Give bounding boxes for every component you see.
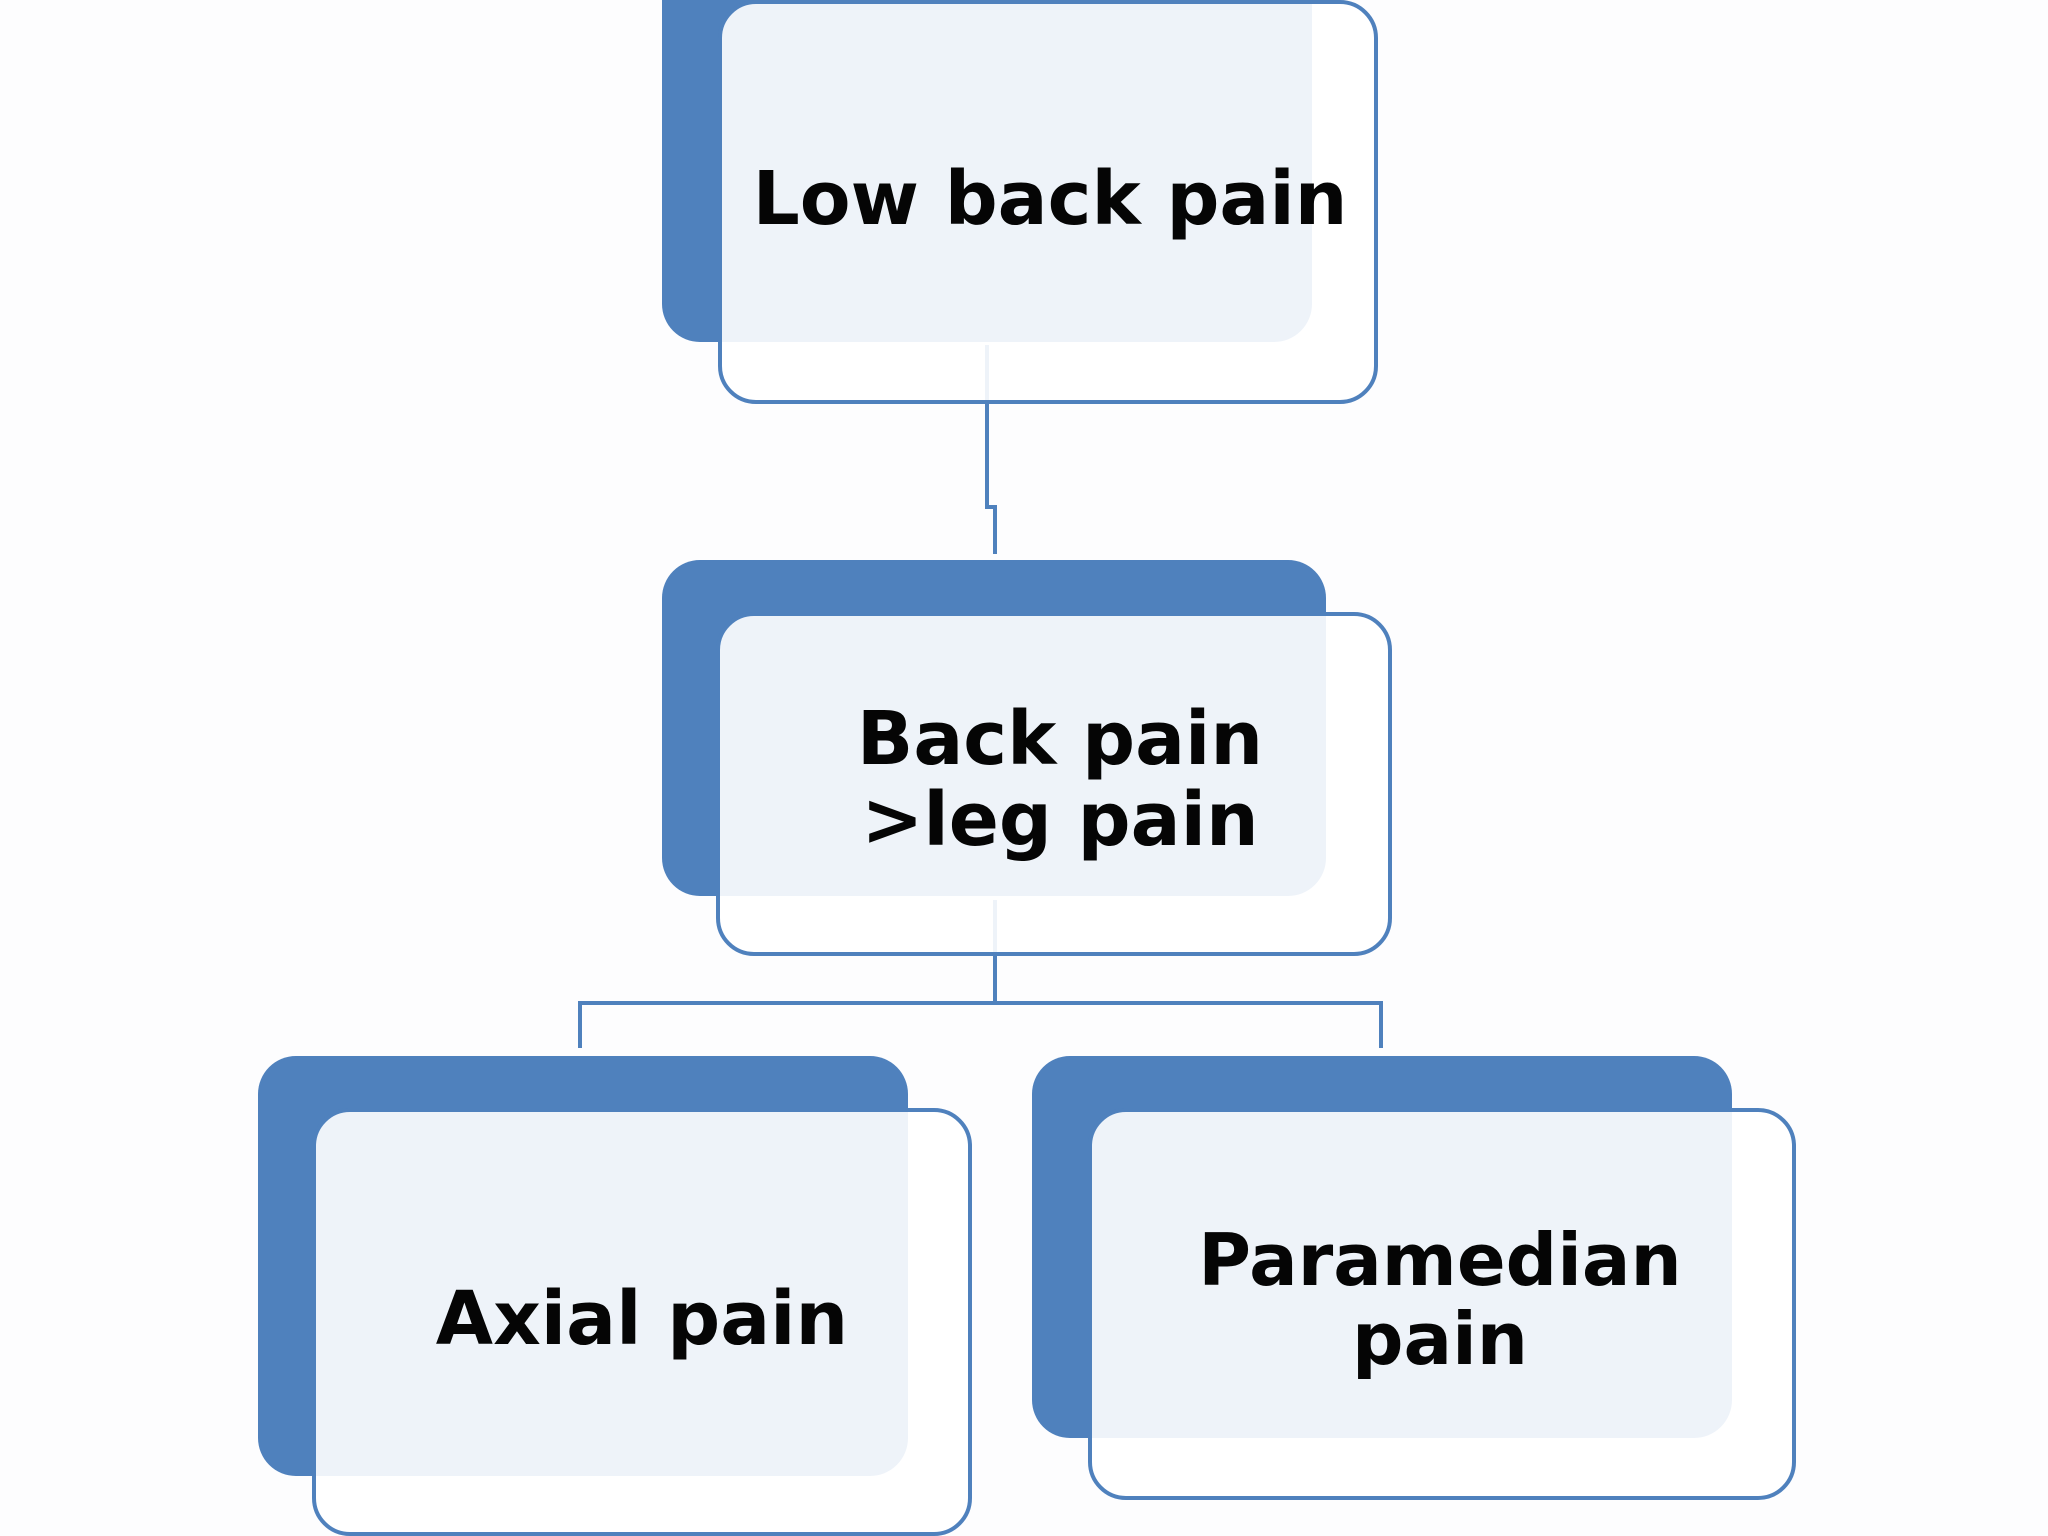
node-label: Back pain >leg pain — [856, 695, 1264, 863]
node-box — [312, 1108, 972, 1536]
node-label: Axial pain — [435, 1276, 849, 1363]
node-label: Paramedian pain — [1198, 1217, 1682, 1381]
node-box — [718, 0, 1378, 404]
node-box — [716, 612, 1392, 956]
node-box — [1088, 1108, 1796, 1500]
connector-root-to-middle — [985, 345, 997, 554]
node-label: Low back pain — [752, 156, 1348, 243]
